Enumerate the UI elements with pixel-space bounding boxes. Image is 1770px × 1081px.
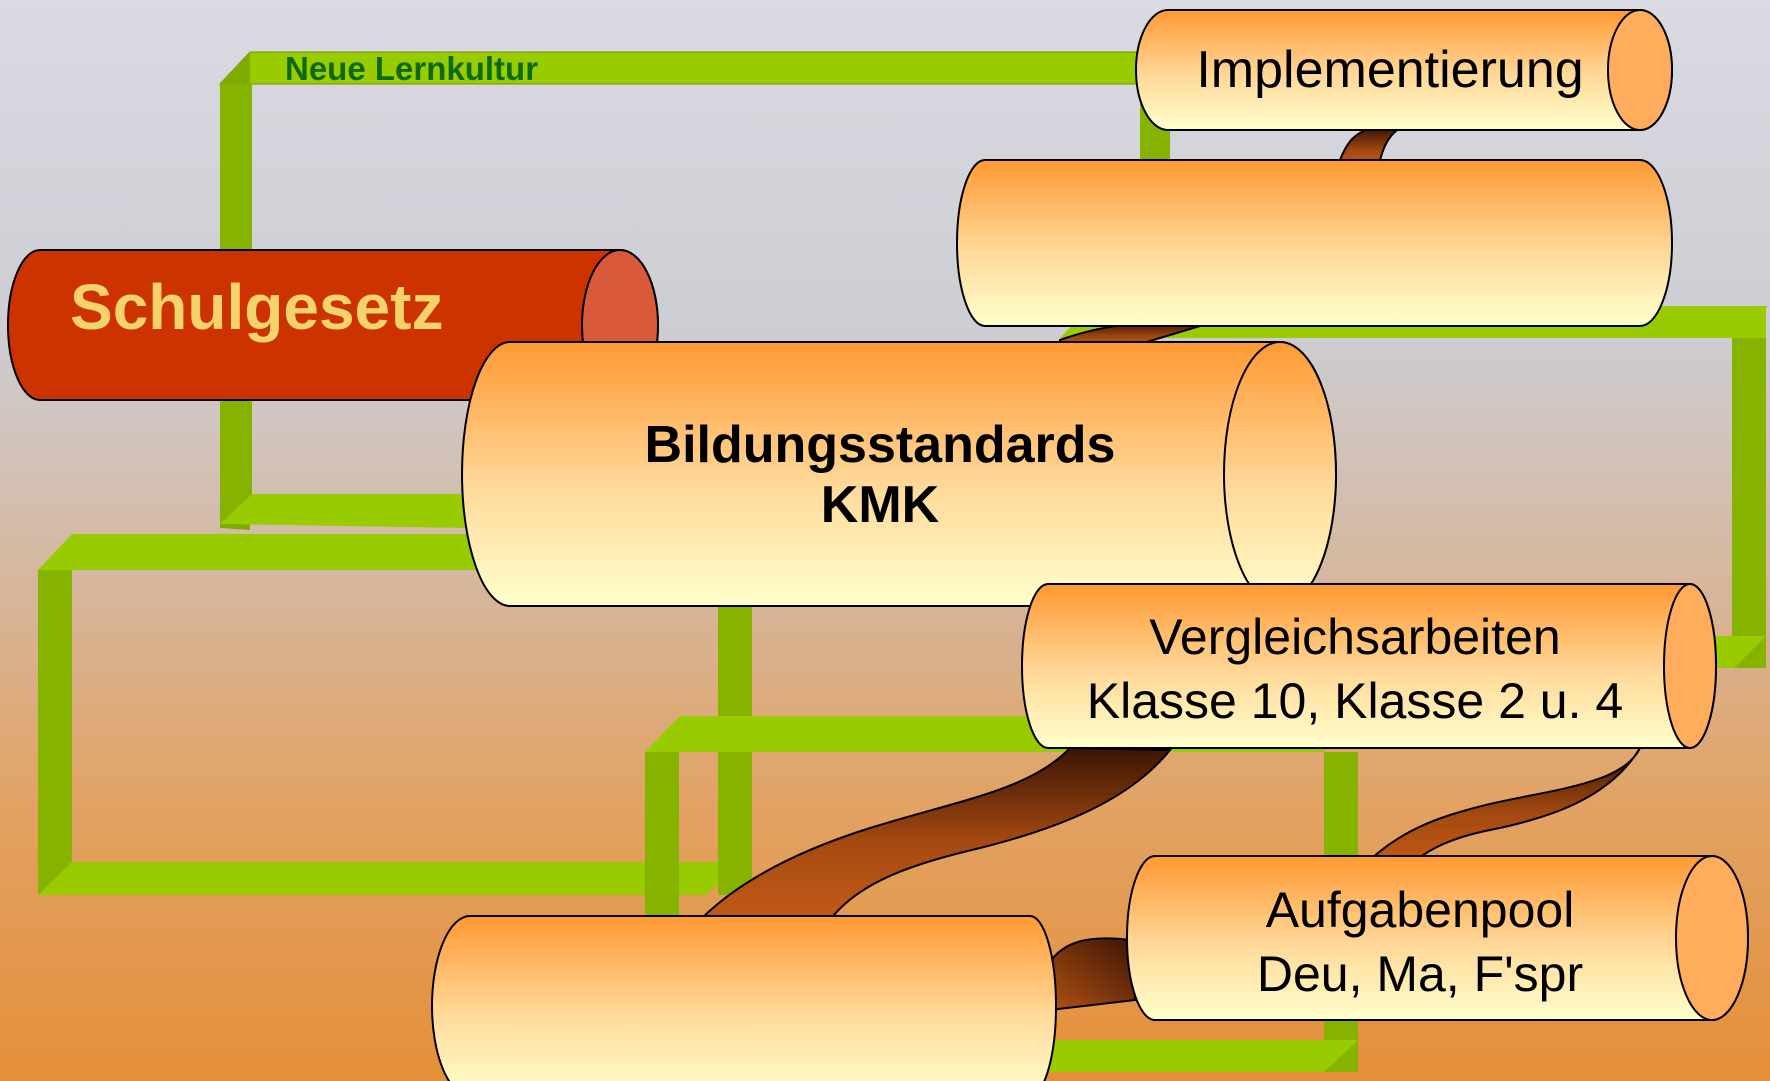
label-bildungsstandards-line2: KMK [820,476,940,534]
cylinder-empty-bottom [431,915,1057,1081]
label-aufgabenpool: Aufgabenpool Deu, Ma, F'spr [1140,878,1700,1006]
label-vergleichsarbeiten: Vergleichsarbeiten Klasse 10, Klasse 2 u… [1030,605,1680,733]
cylinder-bildungsstandards [461,341,1337,607]
label-schulgesetz: Schulgesetz [70,271,444,343]
label-aufgabenpool-line1: Aufgabenpool [1265,882,1575,938]
label-neue-lernkultur: Neue Lernkultur [285,50,539,87]
label-bildungsstandards: Bildungsstandards KMK [560,415,1200,535]
ribbon-verg-aufgaben [1357,747,1641,871]
label-vergleichsarbeiten-line2: Klasse 10, Klasse 2 u. 4 [1086,673,1624,729]
cylinder-implementierung [1135,9,1673,131]
ribbon-verg-bottom [697,746,1173,921]
cylinder-empty-top [956,159,1673,327]
label-bildungsstandards-line1: Bildungsstandards [644,416,1116,474]
cylinder-aufgabenpool [1126,855,1749,1021]
label-vergleichsarbeiten-line1: Vergleichsarbeiten [1149,609,1561,665]
cylinder-vergleichsarbeiten [1021,583,1717,749]
label-implementierung: Implementierung [1196,41,1584,99]
label-aufgabenpool-line2: Deu, Ma, F'spr [1256,946,1584,1002]
